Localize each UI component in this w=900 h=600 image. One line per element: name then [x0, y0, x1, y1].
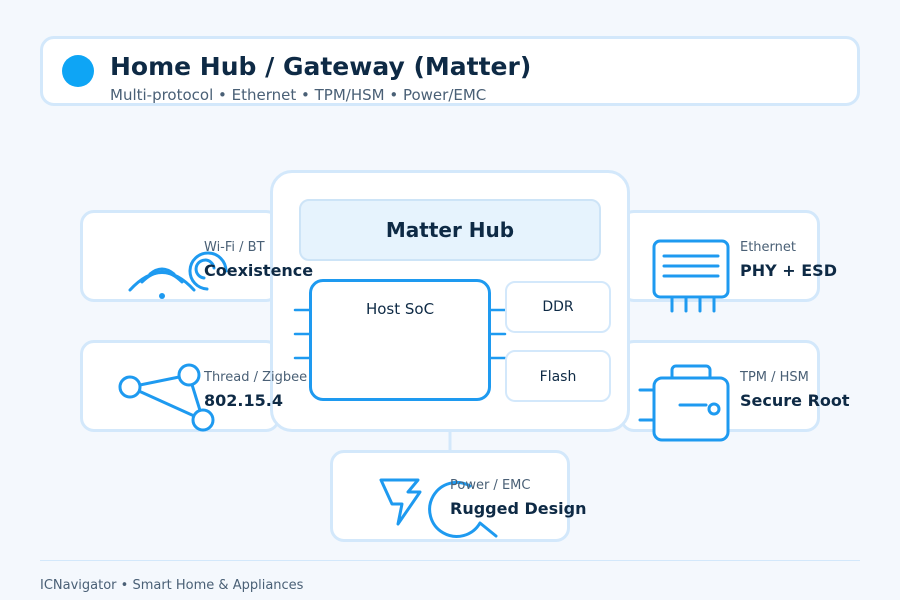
- secure-chip-icon: [638, 364, 730, 442]
- wifi-small-label: Wi-Fi / BT: [204, 240, 265, 255]
- power-small-label: Power / EMC: [450, 478, 531, 493]
- flash-label: Flash: [539, 369, 577, 385]
- header-card: [40, 36, 860, 106]
- mesh-network-icon: [118, 363, 215, 432]
- ethernet-big-label: PHY + ESD: [740, 261, 837, 280]
- power-module-card: [330, 450, 570, 542]
- wifi-big-label: Coexistence: [204, 261, 314, 280]
- page-subtitle: Multi-protocol • Ethernet • TPM/HSM • Po…: [110, 86, 487, 104]
- header-accent-dot: [62, 55, 94, 87]
- wifi-module-card: [80, 210, 280, 302]
- thread-big-label: 802.15.4: [204, 391, 283, 410]
- host-soc-block: [309, 279, 491, 401]
- footer-divider: [40, 560, 860, 561]
- footer-text: ICNavigator • Smart Home & Appliances: [40, 578, 304, 593]
- ethernet-small-label: Ethernet: [740, 240, 796, 255]
- hub-title: Matter Hub: [385, 218, 515, 242]
- thread-small-label: Thread / Zigbee: [204, 370, 308, 385]
- ddr-label: DDR: [542, 299, 574, 315]
- flash-block: [505, 350, 611, 402]
- hub-title-box: [299, 199, 601, 261]
- power-big-label: Rugged Design: [450, 499, 587, 518]
- wifi-icon: [128, 251, 228, 299]
- host-soc-label: Host SoC: [365, 300, 435, 318]
- page-title: Home Hub / Gateway (Matter): [110, 52, 532, 81]
- lightning-icon: [379, 478, 498, 538]
- ddr-block: [505, 281, 611, 333]
- tpm-big-label: Secure Root: [740, 391, 850, 410]
- ethernet-port-icon: [652, 239, 730, 313]
- tpm-small-label: TPM / HSM: [740, 370, 809, 385]
